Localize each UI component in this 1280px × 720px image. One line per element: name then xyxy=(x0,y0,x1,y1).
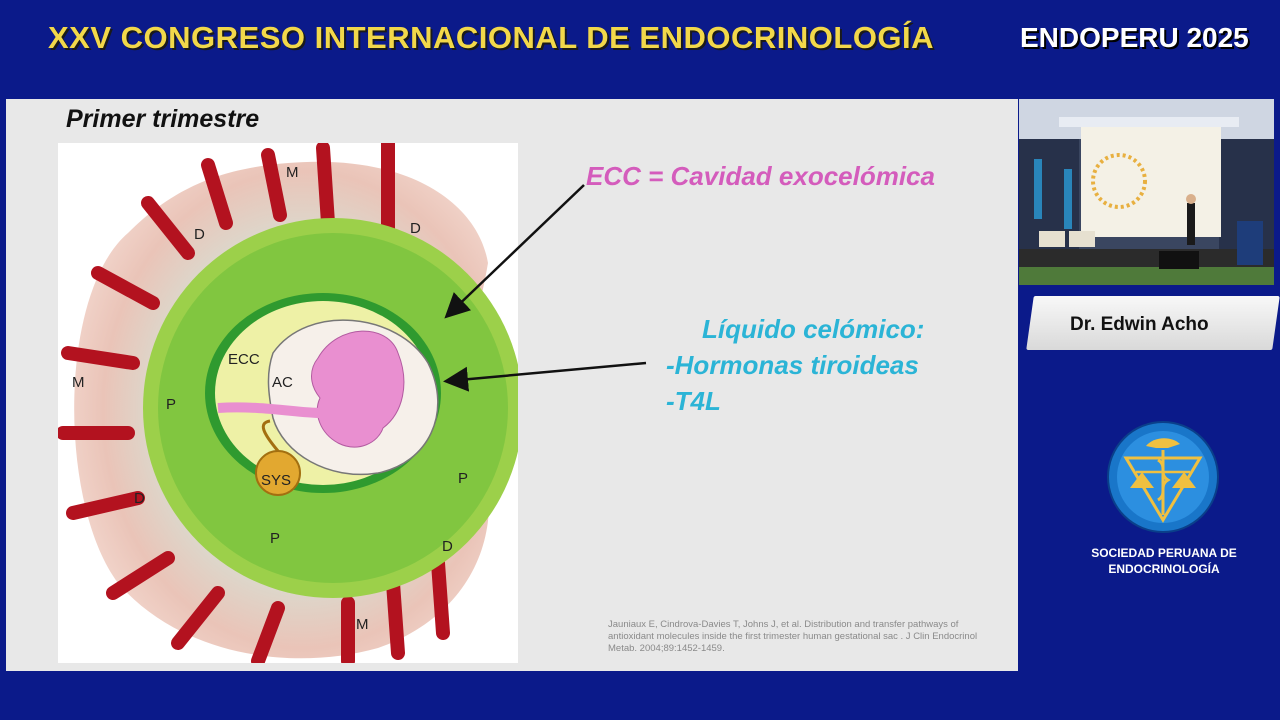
gestational-sac-diagram: M M M D D D D P P P ECC AC SYS xyxy=(58,143,518,663)
ecc-definition-label: ECC = Cavidad exocelómica xyxy=(586,161,935,191)
diagram-label-m: M xyxy=(356,616,369,633)
diagram-label-m: M xyxy=(72,374,85,391)
slide-panel: Primer trimestre xyxy=(6,99,1018,671)
umbilical-cord xyxy=(217,402,321,418)
diagram-label-sys: SYS xyxy=(261,472,291,489)
stage-scene-image xyxy=(1019,99,1274,285)
diagram-label-p: P xyxy=(166,396,176,413)
coelomic-fluid-block: Líquido celómico: -Hormonas tiroideas -T… xyxy=(666,311,924,419)
society-logo xyxy=(1107,421,1219,533)
speaker-name: Dr. Edwin Acho xyxy=(1070,314,1209,335)
diagram-label-d: D xyxy=(410,220,421,237)
footer-bar xyxy=(0,671,1280,720)
reference-citation: Jauniaux E, Cindrova-Davies T, Johns J, … xyxy=(608,619,978,654)
coelomic-fluid-title: Líquido celómico: xyxy=(702,314,925,344)
embryo xyxy=(311,330,405,448)
diagram-label-ac: AC xyxy=(272,374,293,391)
diagram-label-d: D xyxy=(134,490,145,507)
diagram-label-d: D xyxy=(442,538,453,555)
header-bar: XXV CONGRESO INTERNACIONAL DE ENDOCRINOL… xyxy=(0,0,1280,98)
diagram-label-p: P xyxy=(458,470,468,487)
slide-heading: Primer trimestre xyxy=(66,105,260,133)
conference-title: XXV CONGRESO INTERNACIONAL DE ENDOCRINOL… xyxy=(48,20,935,55)
coelomic-fluid-item: -Hormonas tiroideas xyxy=(666,350,919,380)
diagram-label-d: D xyxy=(194,226,205,243)
maternal-vessels xyxy=(58,143,450,663)
diagram-label-ecc: ECC xyxy=(228,351,260,368)
society-name: SOCIEDAD PERUANA DE ENDOCRINOLOGÍA xyxy=(1091,546,1237,576)
diagram-label-m: M xyxy=(286,164,299,181)
diagram-label-p: P xyxy=(270,530,280,547)
coelomic-fluid-item: -T4L xyxy=(666,386,721,416)
speaker-video-feed xyxy=(1019,99,1274,285)
event-tag: ENDOPERU 2025 xyxy=(1020,22,1249,53)
